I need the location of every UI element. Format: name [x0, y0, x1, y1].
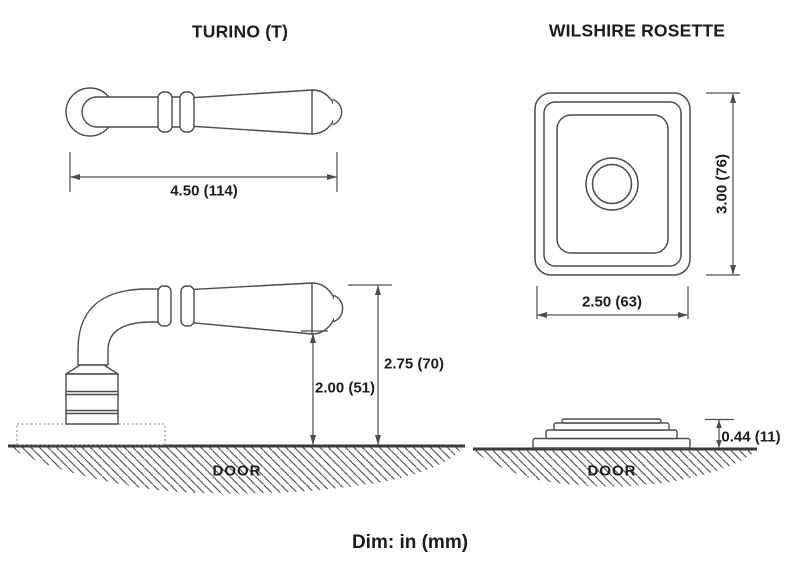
door-label-right: DOOR: [587, 462, 637, 480]
door-section-left: [8, 444, 465, 494]
dim-lever-overall-height: [348, 284, 392, 445]
rosette-hidden-outline: [16, 423, 166, 446]
door-label-left: DOOR: [212, 462, 262, 480]
door-section-right: [473, 447, 757, 487]
dim-rosette-width: [536, 286, 689, 319]
dim-label-rosette-width: 2.50 (63): [581, 293, 643, 311]
dim-label-rosette-thickness: 0.44 (11): [721, 428, 781, 446]
dim-label-lever-grip-height: 2.00 (51): [314, 379, 376, 397]
units-caption: Dim: in (mm): [351, 532, 469, 553]
rosette-front-drawing: [534, 92, 691, 276]
lever-plan-drawing: [65, 87, 343, 137]
dim-label-rosette-height: 3.00 (76): [713, 153, 731, 215]
dim-lever-length: [69, 152, 338, 192]
title-wilshire-rosette: WILSHIRE ROSETTE: [548, 20, 726, 41]
lever-side-drawing: [65, 282, 344, 425]
dim-rosette-thickness: [705, 418, 734, 448]
dim-label-lever-length: 4.50 (114): [170, 182, 238, 200]
dim-label-lever-overall-height: 2.75 (70): [383, 355, 445, 373]
rosette-side-drawing: [532, 418, 691, 449]
title-turino: TURINO (T): [191, 21, 289, 42]
dim-rosette-height: [706, 92, 740, 276]
dim-lever-grip-height: [301, 330, 328, 445]
